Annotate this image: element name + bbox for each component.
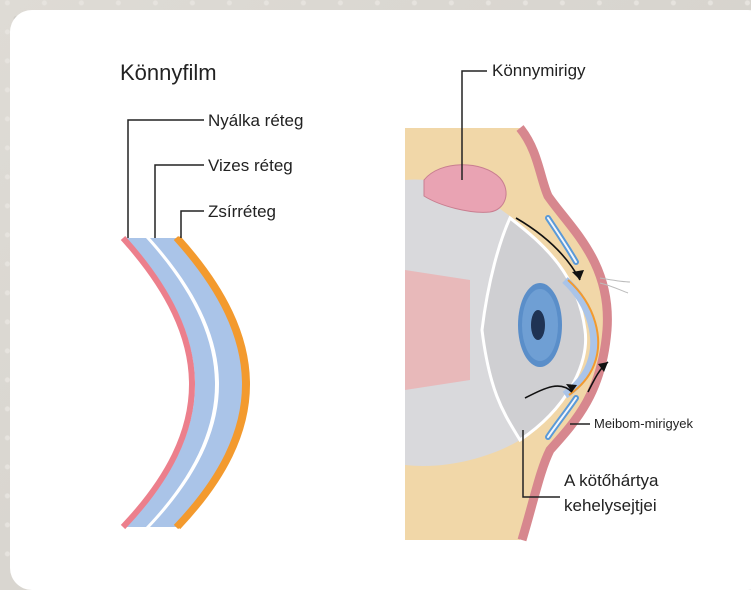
tear-film-diagram [123, 120, 247, 527]
lacrimal-gland-label: Könnymirigy [492, 62, 586, 79]
goblet-cells-label-line2: kehelysejtjei [564, 497, 657, 514]
aqueous-leader-line [155, 165, 204, 238]
eye-diagram [405, 71, 630, 540]
goblet-cells-label-line1: A kötőhártya [564, 472, 659, 489]
lipid-layer-label: Zsírréteg [208, 203, 276, 220]
pupil [531, 310, 545, 340]
meibomian-glands-label: Meibom-mirigyek [594, 417, 693, 430]
lipid-leader-line [181, 211, 204, 238]
mucus-leader-line [128, 120, 204, 238]
tear-film-title: Könnyfilm [120, 62, 217, 84]
mucus-layer [123, 238, 192, 527]
aqueous-layer-label: Vizes réteg [208, 157, 293, 174]
mucus-layer-label: Nyálka réteg [208, 112, 303, 129]
